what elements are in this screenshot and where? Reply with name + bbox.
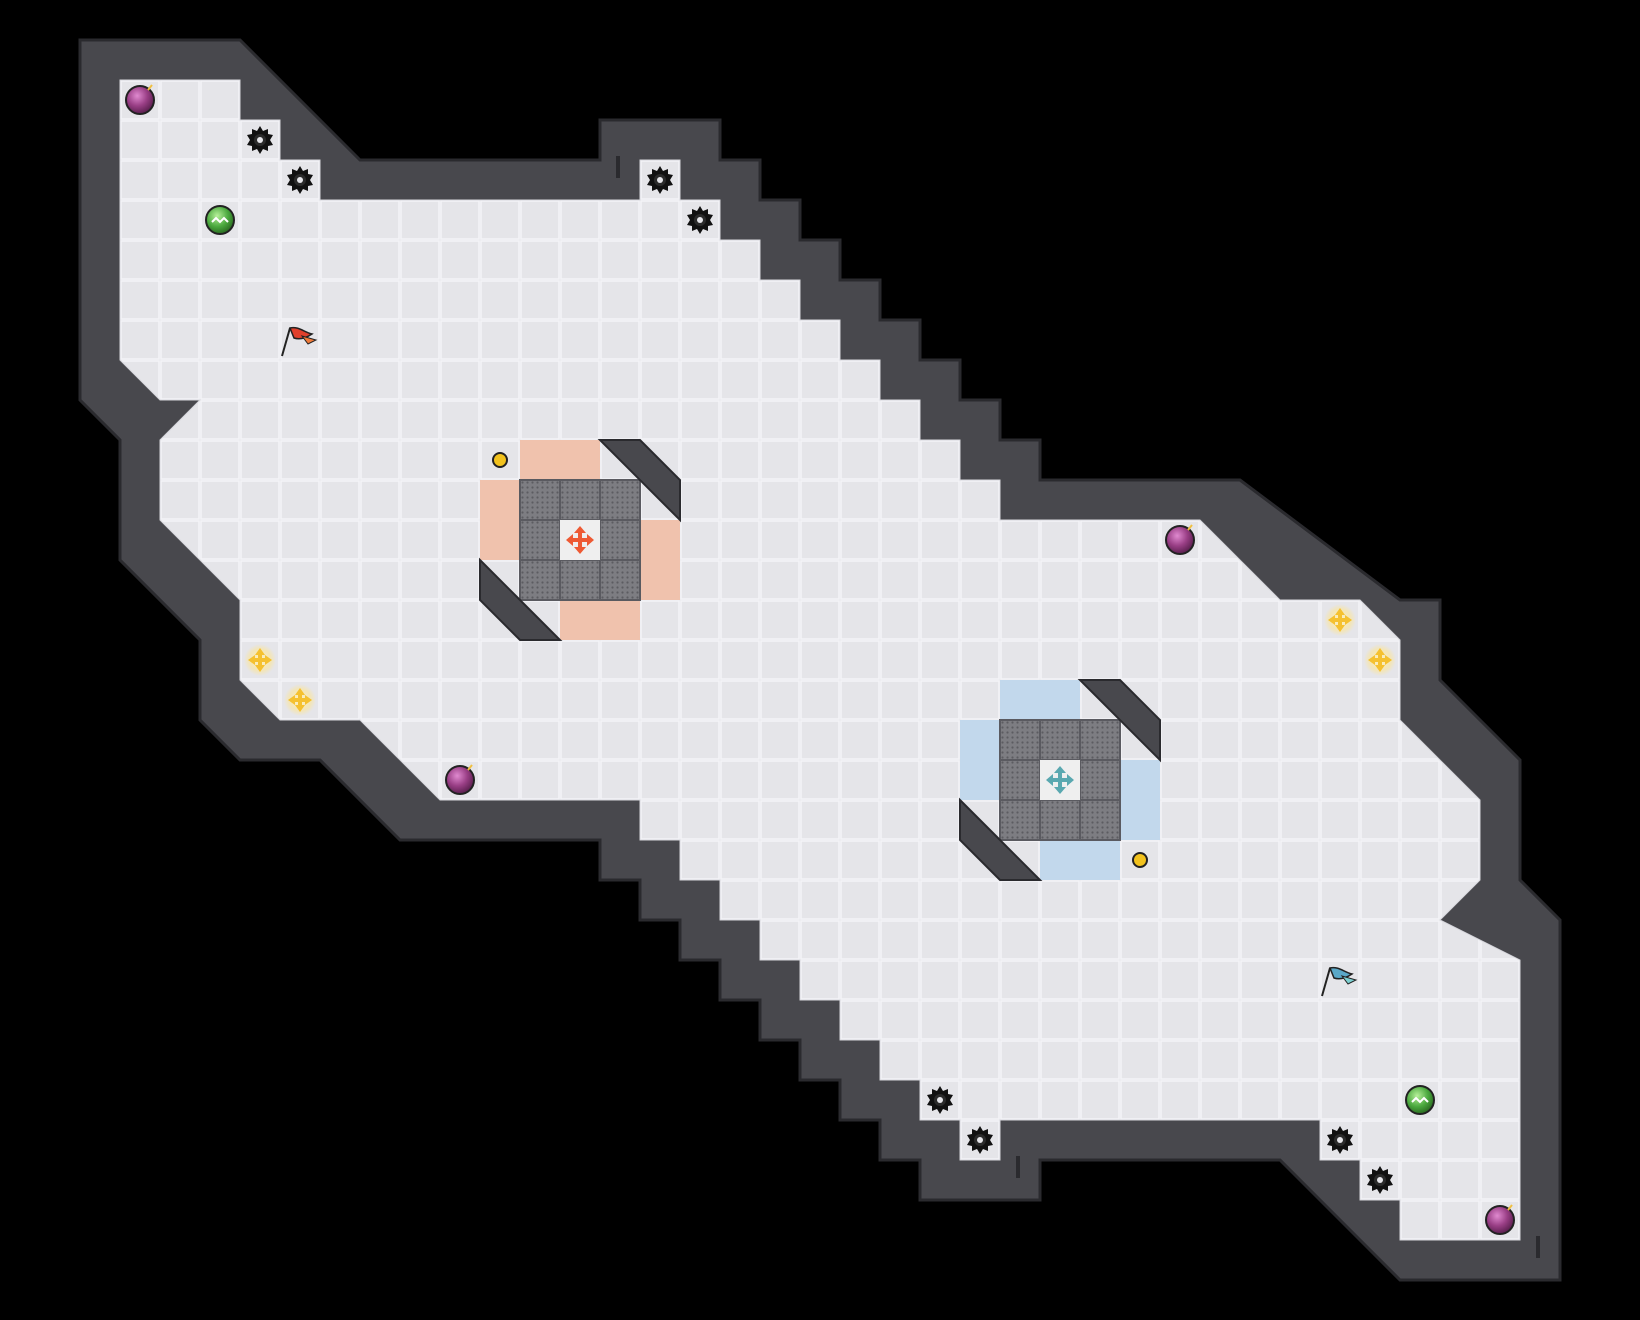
boosts bbox=[244, 604, 1396, 716]
boost-icon bbox=[284, 684, 316, 716]
blue-flag-icon bbox=[1321, 966, 1358, 997]
red-base bbox=[479, 439, 681, 641]
blue-metal-block bbox=[999, 719, 1121, 841]
boost-icon bbox=[1364, 644, 1396, 676]
blue-base bbox=[959, 679, 1161, 881]
red-diagonal-wall-top bbox=[597, 439, 681, 523]
blue-zone-tiles bbox=[960, 680, 1160, 880]
red-zone-tiles bbox=[480, 440, 680, 640]
bomb-icon bbox=[445, 764, 475, 795]
red-flag-icon bbox=[281, 326, 318, 357]
bombs bbox=[125, 84, 1515, 1235]
red-metal-block bbox=[519, 479, 641, 601]
blue-diagonal-wall-top bbox=[1077, 679, 1161, 763]
bomb-icon bbox=[1165, 524, 1195, 555]
boost-icon bbox=[1324, 604, 1356, 636]
boost-icon bbox=[244, 644, 276, 676]
blue-spawn-icon bbox=[1046, 766, 1074, 794]
tokens bbox=[492, 452, 1148, 868]
floor-layer bbox=[119, 79, 1521, 1241]
red-spawn-icon bbox=[566, 526, 594, 554]
bomb-icon bbox=[125, 84, 155, 115]
token-icon bbox=[1132, 852, 1148, 868]
blue-diagonal-wall-bottom bbox=[959, 797, 1043, 881]
bomb-icon bbox=[1485, 1204, 1515, 1235]
arena-floor bbox=[119, 79, 1521, 1241]
token-icon bbox=[492, 452, 508, 468]
wall-notches bbox=[616, 156, 1540, 1258]
powerup-icon bbox=[1405, 1085, 1435, 1115]
powerup-icon bbox=[205, 205, 235, 235]
powerups bbox=[205, 205, 1435, 1115]
red-diagonal-wall-bottom bbox=[479, 557, 563, 641]
